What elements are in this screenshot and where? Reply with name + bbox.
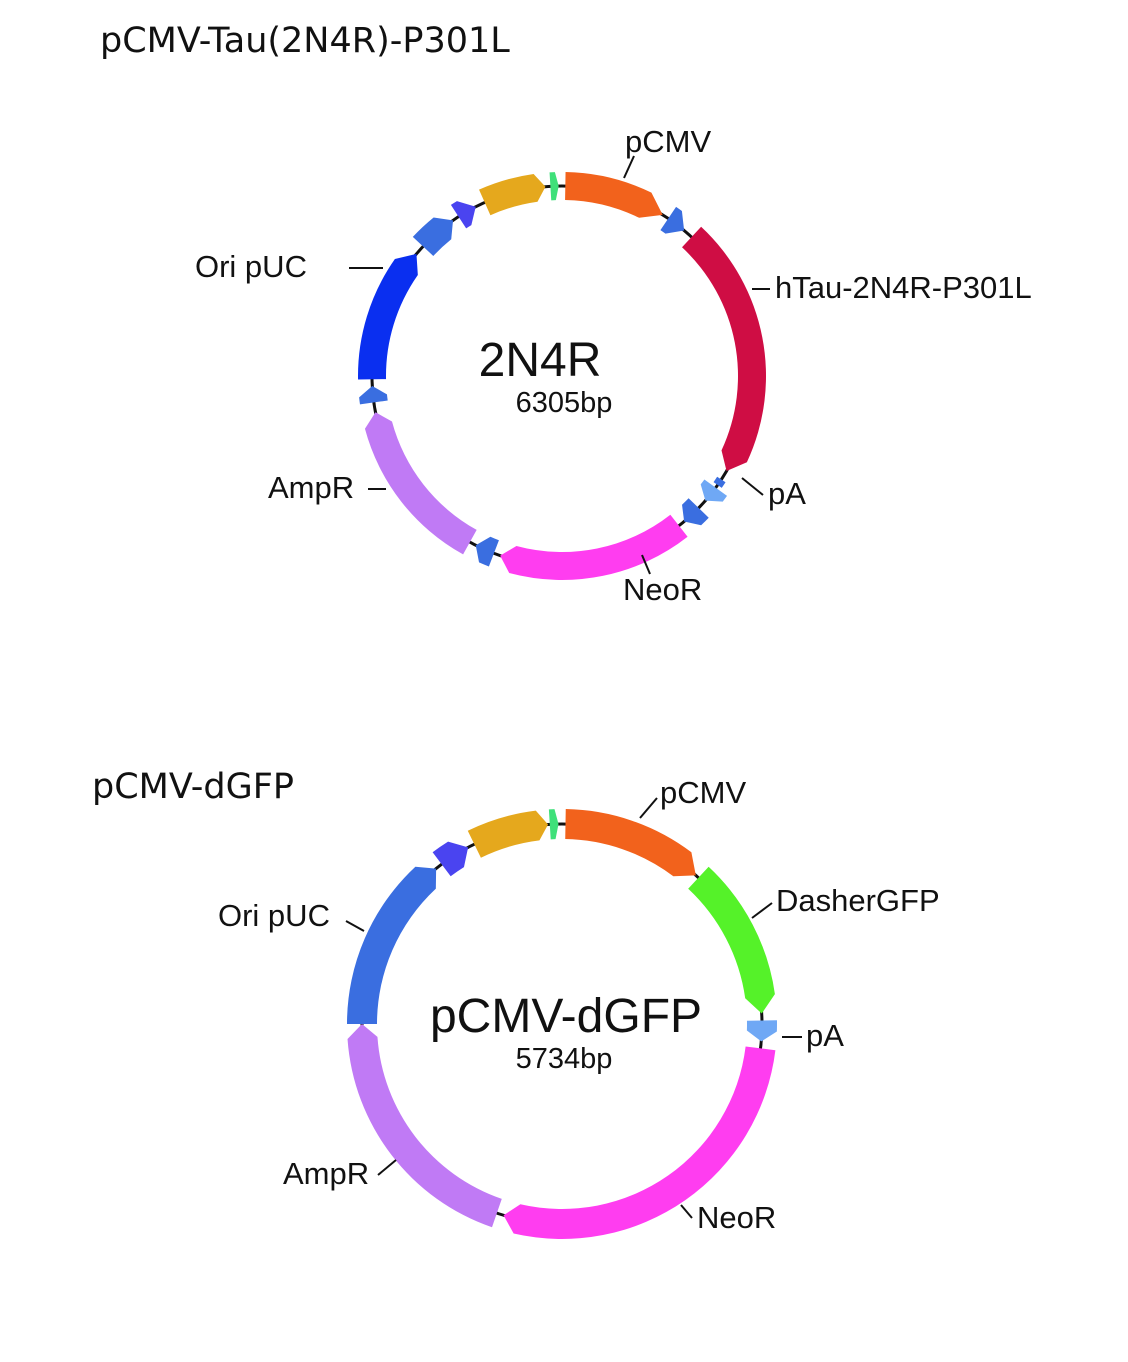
label-ori-tau: Ori pUC <box>195 249 307 284</box>
label-htau: hTau-2N4R-P301L <box>775 270 1032 305</box>
plasmid-map-dgfp: pCMV-dGFP pCMV-dGFP 5734bp pCMV DasherGF… <box>92 767 940 1239</box>
feature-segment-pa-a <box>713 476 726 488</box>
label-neor-tau: NeoR <box>623 572 702 607</box>
label-ampr-dgfp: AmpR <box>283 1156 369 1191</box>
feature-segment-green-tick <box>548 809 559 840</box>
feature-segment-htau <box>682 226 766 471</box>
feature-segment-ampr <box>347 1024 502 1228</box>
feature-segment-yellow-block <box>467 810 549 858</box>
center-name-tau: 2N4R <box>479 334 602 387</box>
feature-segment-pa <box>746 1020 777 1042</box>
map-title-dgfp: pCMV-dGFP <box>92 767 294 807</box>
size-label-dgfp: 5734bp <box>516 1043 613 1075</box>
label-ampr-tau: AmpR <box>268 470 354 505</box>
label-pcmv-dgfp: pCMV <box>660 775 746 810</box>
feature-segment-small-blue-2 <box>475 536 499 567</box>
leader-neor-tau <box>641 554 651 575</box>
feature-segment-blue-block <box>412 217 454 256</box>
feature-segment-yellow-block <box>479 173 546 216</box>
label-dashergfp: DasherGFP <box>776 883 940 918</box>
feature-segment-small-arrow <box>660 206 685 234</box>
feature-segment-ori <box>347 866 437 1024</box>
feature-segment-pcmv <box>565 172 663 218</box>
map-title-tau: pCMV-Tau(2N4R)-P301L <box>100 21 510 61</box>
leader-dashergfp <box>751 902 773 919</box>
feature-segment-purple-arrow <box>432 841 469 877</box>
feature-segment-ampr <box>364 412 477 555</box>
feature-ring-dgfp <box>347 809 777 1239</box>
feature-segment-neor <box>500 514 688 580</box>
feature-segment-dashergfp <box>688 866 775 1014</box>
leader-pcmv-tau <box>623 155 635 179</box>
leader-ampr-dgfp <box>377 1159 397 1176</box>
feature-ring-tau <box>358 172 766 580</box>
feature-segment-pa-b <box>700 479 728 502</box>
feature-segment-green-tick <box>549 172 559 201</box>
feature-segment-small-blue <box>682 498 709 526</box>
feature-segment-purple-arrow <box>450 201 476 229</box>
plasmid-map-tau: pCMV-Tau(2N4R)-P301L 2N4R 6305bp pCMV hT… <box>100 21 1032 607</box>
feature-segment-ori <box>358 253 418 380</box>
feature-segment-neor <box>503 1046 776 1239</box>
label-pa-tau: pA <box>768 476 806 511</box>
label-ori-dgfp: Ori pUC <box>218 898 330 933</box>
leader-ori-dgfp <box>345 920 365 932</box>
label-neor-dgfp: NeoR <box>697 1200 776 1235</box>
leader-pcmv-dgfp <box>639 797 658 819</box>
center-name-dgfp: pCMV-dGFP <box>430 990 702 1043</box>
label-pcmv-tau: pCMV <box>625 124 711 159</box>
feature-segment-pcmv <box>565 809 696 877</box>
size-label-tau: 6305bp <box>516 387 613 419</box>
leader-pa-tau <box>741 477 764 496</box>
leader-neor-dgfp <box>680 1204 693 1219</box>
feature-segment-small-blue-3 <box>359 385 388 405</box>
label-pa-dgfp: pA <box>806 1018 844 1053</box>
